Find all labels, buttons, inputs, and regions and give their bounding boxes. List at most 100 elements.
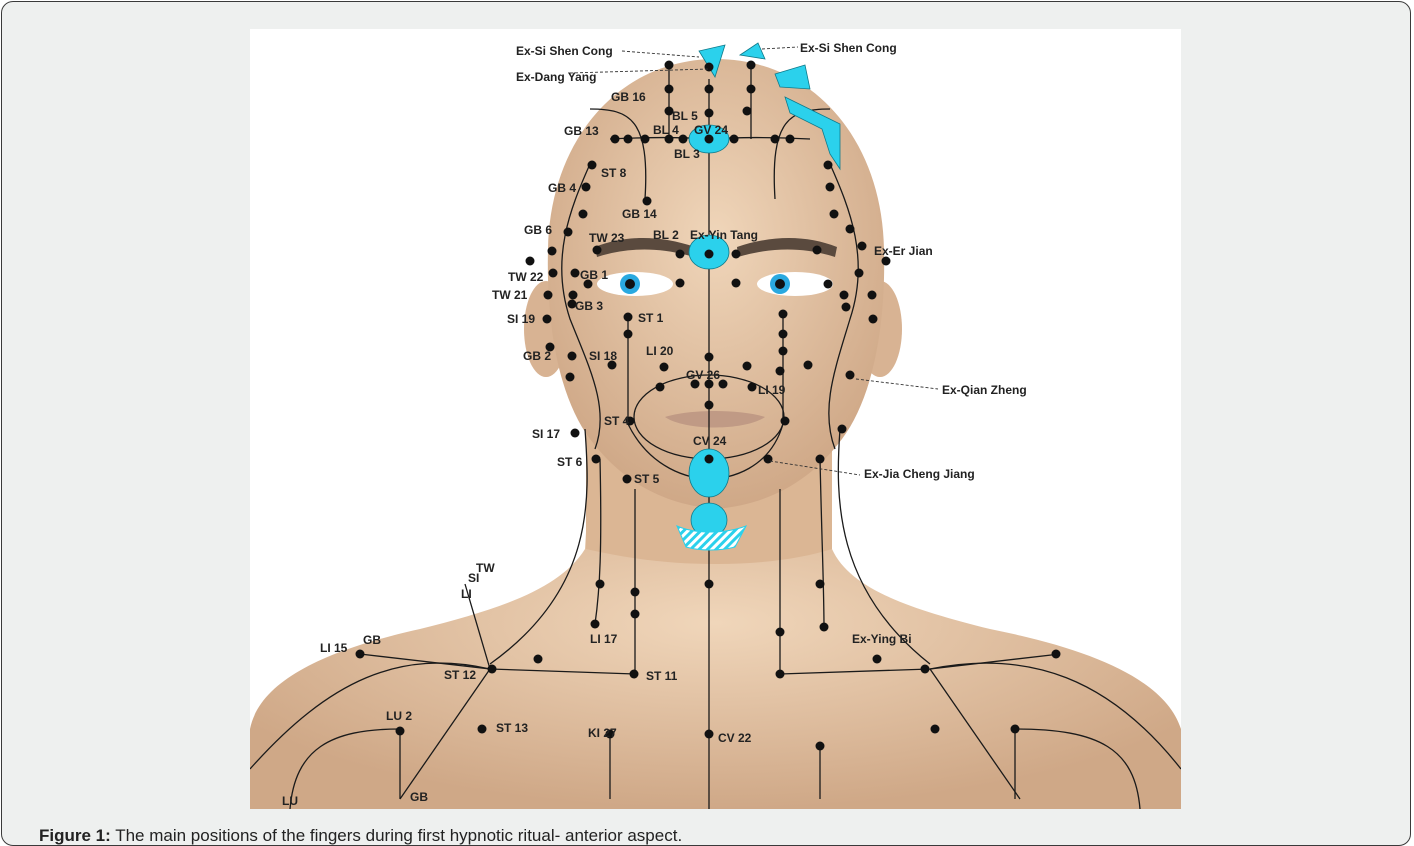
label-ex-qian-zheng: Ex-Qian Zheng	[942, 383, 1027, 397]
point	[595, 579, 605, 589]
point	[780, 416, 790, 426]
point	[605, 729, 615, 739]
point	[718, 379, 728, 389]
point	[872, 654, 882, 664]
label-ki27: KI 27	[588, 726, 617, 740]
point	[785, 134, 795, 144]
point	[854, 268, 864, 278]
point	[1051, 649, 1061, 659]
label-cv24: CV 24	[693, 434, 727, 448]
point	[630, 609, 640, 619]
label-ex-si-shen-cong-left: Ex-Si Shen Cong	[516, 44, 613, 58]
point	[525, 256, 535, 266]
point	[778, 309, 788, 319]
point	[839, 290, 849, 300]
point	[763, 454, 773, 464]
point	[590, 619, 600, 629]
label-bl5: BL 5	[672, 109, 698, 123]
point	[655, 382, 665, 392]
label-gb14: GB 14	[622, 207, 657, 221]
acupoint-figure: Ex-Si Shen Cong Ex-Si Shen Cong Ex-Dang …	[250, 29, 1181, 809]
point	[742, 361, 752, 371]
point	[567, 351, 577, 361]
leader-lines	[569, 46, 939, 476]
point	[664, 134, 674, 144]
point	[659, 362, 669, 372]
point	[545, 342, 555, 352]
label-tw22: TW 22	[508, 270, 544, 284]
label-st1: ST 1	[638, 311, 664, 325]
point	[610, 134, 620, 144]
acupoints	[355, 60, 1061, 751]
point	[678, 134, 688, 144]
point	[747, 382, 757, 392]
point	[704, 454, 714, 464]
label-gv24: GV 24	[694, 123, 728, 137]
caption-label: Figure 1:	[39, 826, 111, 845]
point	[563, 227, 573, 237]
point	[770, 134, 780, 144]
label-gb2: GB 2	[523, 349, 551, 363]
label-tw: TW	[476, 561, 495, 575]
label-li: LI	[461, 587, 472, 601]
point	[868, 314, 878, 324]
point	[625, 416, 635, 426]
point	[775, 669, 785, 679]
point	[742, 106, 752, 116]
acupoint-diagram: Ex-Si Shen Cong Ex-Si Shen Cong Ex-Dang …	[250, 41, 1181, 809]
label-si: SI	[468, 571, 479, 585]
eyebrow-right	[737, 238, 837, 257]
point	[623, 312, 633, 322]
point	[815, 454, 825, 464]
point	[533, 654, 543, 664]
label-cv22: CV 22	[718, 731, 752, 745]
point	[704, 579, 714, 589]
point	[881, 256, 891, 266]
point	[567, 299, 577, 309]
label-ex-er-jian: Ex-Er Jian	[874, 244, 933, 258]
label-ex-si-shen-cong-right: Ex-Si Shen Cong	[800, 41, 897, 55]
label-li20: LI 20	[646, 344, 674, 358]
point	[629, 669, 639, 679]
point	[775, 366, 785, 376]
point	[704, 352, 714, 362]
label-li15: LI 15	[320, 641, 348, 655]
label-ex-yin-tang: Ex-Yin Tang	[690, 228, 758, 242]
point	[825, 182, 835, 192]
point	[664, 84, 674, 94]
point	[592, 245, 602, 255]
point	[675, 249, 685, 259]
point	[623, 329, 633, 339]
label-ex-ying-bi: Ex-Ying Bi	[852, 632, 912, 646]
point	[823, 279, 833, 289]
label-st8: ST 8	[601, 166, 627, 180]
point	[731, 249, 741, 259]
head	[547, 59, 885, 509]
point	[581, 182, 591, 192]
point	[565, 372, 575, 382]
figure-caption: Figure 1: The main positions of the fing…	[39, 826, 682, 845]
eye-right	[757, 272, 833, 296]
point	[570, 428, 580, 438]
label-st5: ST 5	[634, 472, 660, 486]
label-gv26: GV 26	[686, 368, 720, 382]
point	[746, 84, 756, 94]
point	[778, 346, 788, 356]
point	[622, 474, 632, 484]
point	[704, 249, 714, 259]
point	[578, 209, 588, 219]
point	[845, 224, 855, 234]
label-bl2: BL 2	[653, 228, 679, 242]
label-gb6: GB 6	[524, 223, 552, 237]
point	[775, 627, 785, 637]
point	[815, 579, 825, 589]
point	[664, 106, 674, 116]
point	[837, 424, 847, 434]
label-ex-dang-yang: Ex-Dang Yang	[516, 70, 596, 84]
point	[583, 279, 593, 289]
lips	[665, 411, 765, 428]
label-gb13: GB 13	[564, 124, 599, 138]
point	[395, 726, 405, 736]
label-li19: LI 19	[758, 383, 786, 397]
point-labels: Ex-Si Shen Cong Ex-Si Shen Cong Ex-Dang …	[282, 41, 1027, 808]
